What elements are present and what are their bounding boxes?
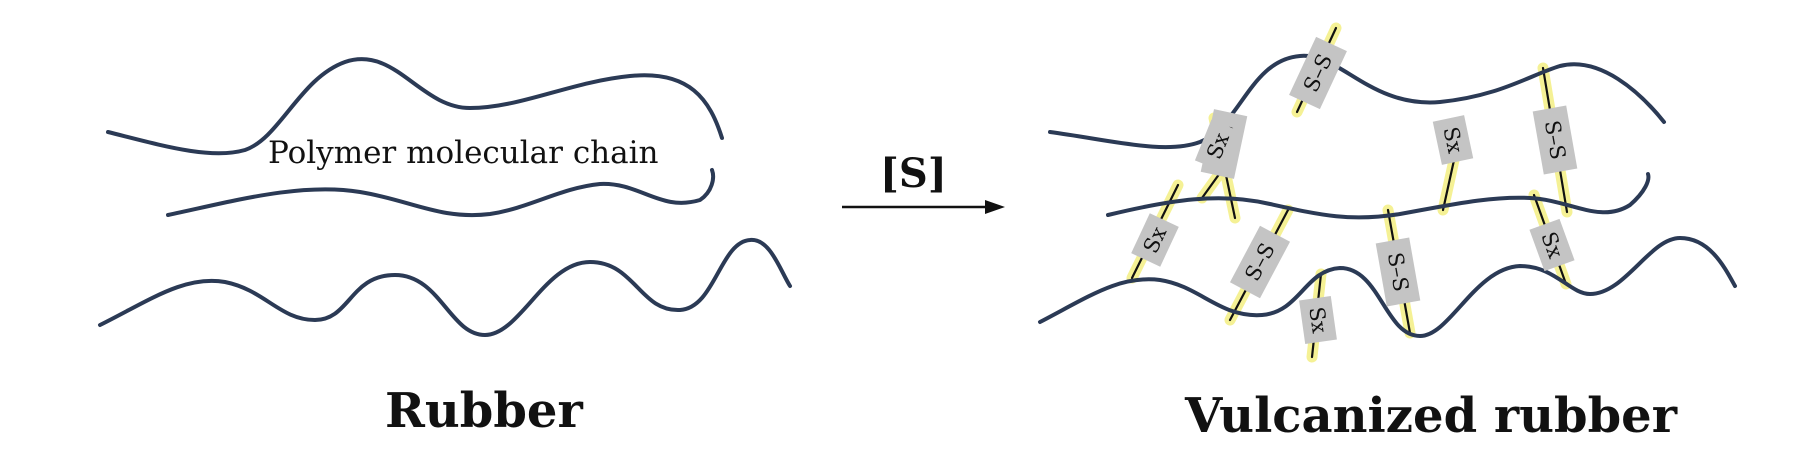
crosslink-tag: S–S (1229, 225, 1291, 299)
crosslink-tag-box (1375, 237, 1421, 307)
crosslink-tags: S–S Sx S–S Sx S–S Sx S–S S–S (1131, 36, 1578, 345)
crosslink-tag: S–S (1289, 36, 1347, 110)
crosslink-tag-box (1529, 218, 1575, 272)
rubber-chains (98, 57, 792, 337)
vulcanized-chain-top (1048, 53, 1666, 150)
polymer-chain-bottom (98, 238, 792, 337)
vulcanized-rubber-label: Vulcanized rubber (1184, 388, 1678, 444)
polymer-chain-middle (166, 168, 716, 218)
crosslink-tag-box (1289, 36, 1347, 110)
vulcanized-chain-bottom (1038, 236, 1737, 338)
crosslink-tag: S–S (1375, 237, 1421, 307)
sulfur-reagent-label: [S] (880, 150, 947, 197)
crosslink-tag: Sx (1529, 218, 1575, 272)
crosslink-tag-box (1194, 119, 1242, 173)
rubber-label: Rubber (385, 383, 583, 439)
crosslink-tag-box (1299, 295, 1337, 345)
crosslink-tag-box (1432, 115, 1474, 165)
reaction-arrow (842, 200, 1005, 214)
crosslink-tag: Sx (1131, 213, 1179, 267)
chain-label: Polymer molecular chain (268, 135, 659, 171)
vulcanized-chains (1038, 53, 1737, 338)
crosslink-bridges (1126, 22, 1573, 363)
crosslink-tag-label: Sx (1304, 305, 1331, 334)
arrow-head (985, 200, 1005, 214)
crosslink-tag-label: Sx (1439, 125, 1468, 156)
crosslink-tag: Sx (1194, 119, 1242, 173)
crosslink-tag: S–S (1532, 105, 1578, 175)
crosslink-tag: Sx (1299, 295, 1337, 345)
crosslink-tag-box (1532, 105, 1578, 175)
vulcanized-chain-middle (1106, 172, 1651, 220)
crosslink-tag-box (1229, 225, 1291, 299)
crosslink-tag-box (1131, 213, 1179, 267)
polymer-chain-top (106, 57, 724, 156)
crosslink-tag: Sx (1432, 115, 1474, 165)
